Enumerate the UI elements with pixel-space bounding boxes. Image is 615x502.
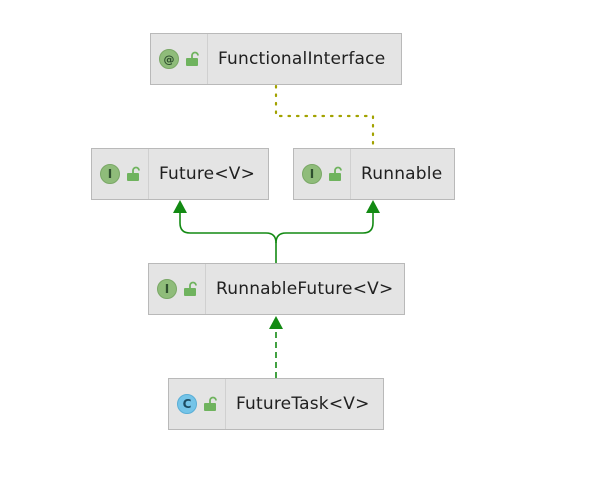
unlocked-icon (204, 396, 217, 411)
interface-icon: I (302, 164, 322, 184)
node-future-task[interactable]: C FutureTask<V> (168, 378, 384, 430)
interface-icon: I (100, 164, 120, 184)
arrowhead-runnablefuture (269, 316, 283, 329)
extends-edge-runnablefuture-trunk (179, 212, 277, 263)
arrowhead-runnable (366, 200, 380, 213)
node-label: Runnable (361, 164, 443, 184)
unlocked-icon (127, 166, 140, 181)
node-icons: @ (151, 34, 208, 84)
node-functional-interface[interactable]: @ FunctionalInterface (150, 33, 402, 85)
node-icons: I (92, 149, 149, 199)
node-icons: I (149, 264, 206, 314)
node-future[interactable]: I Future<V> (91, 148, 269, 200)
node-label: Future<V> (159, 164, 256, 184)
node-label: FunctionalInterface (218, 49, 386, 69)
class-icon: C (177, 394, 197, 414)
node-label: RunnableFuture<V> (216, 279, 394, 299)
annotation-edge-runnable-functionalinterface (274, 84, 375, 149)
arrowhead-future (173, 200, 187, 213)
unlocked-icon (184, 281, 197, 296)
extends-edge-runnablefuture-runnable (275, 212, 374, 244)
node-runnable[interactable]: I Runnable (293, 148, 455, 200)
node-runnable-future[interactable]: I RunnableFuture<V> (148, 263, 405, 315)
node-label: FutureTask<V> (236, 394, 370, 414)
node-icons: I (294, 149, 351, 199)
unlocked-icon (186, 51, 199, 66)
annotation-icon: @ (159, 49, 179, 69)
unlocked-icon (329, 166, 342, 181)
node-icons: C (169, 379, 226, 429)
interface-icon: I (157, 279, 177, 299)
